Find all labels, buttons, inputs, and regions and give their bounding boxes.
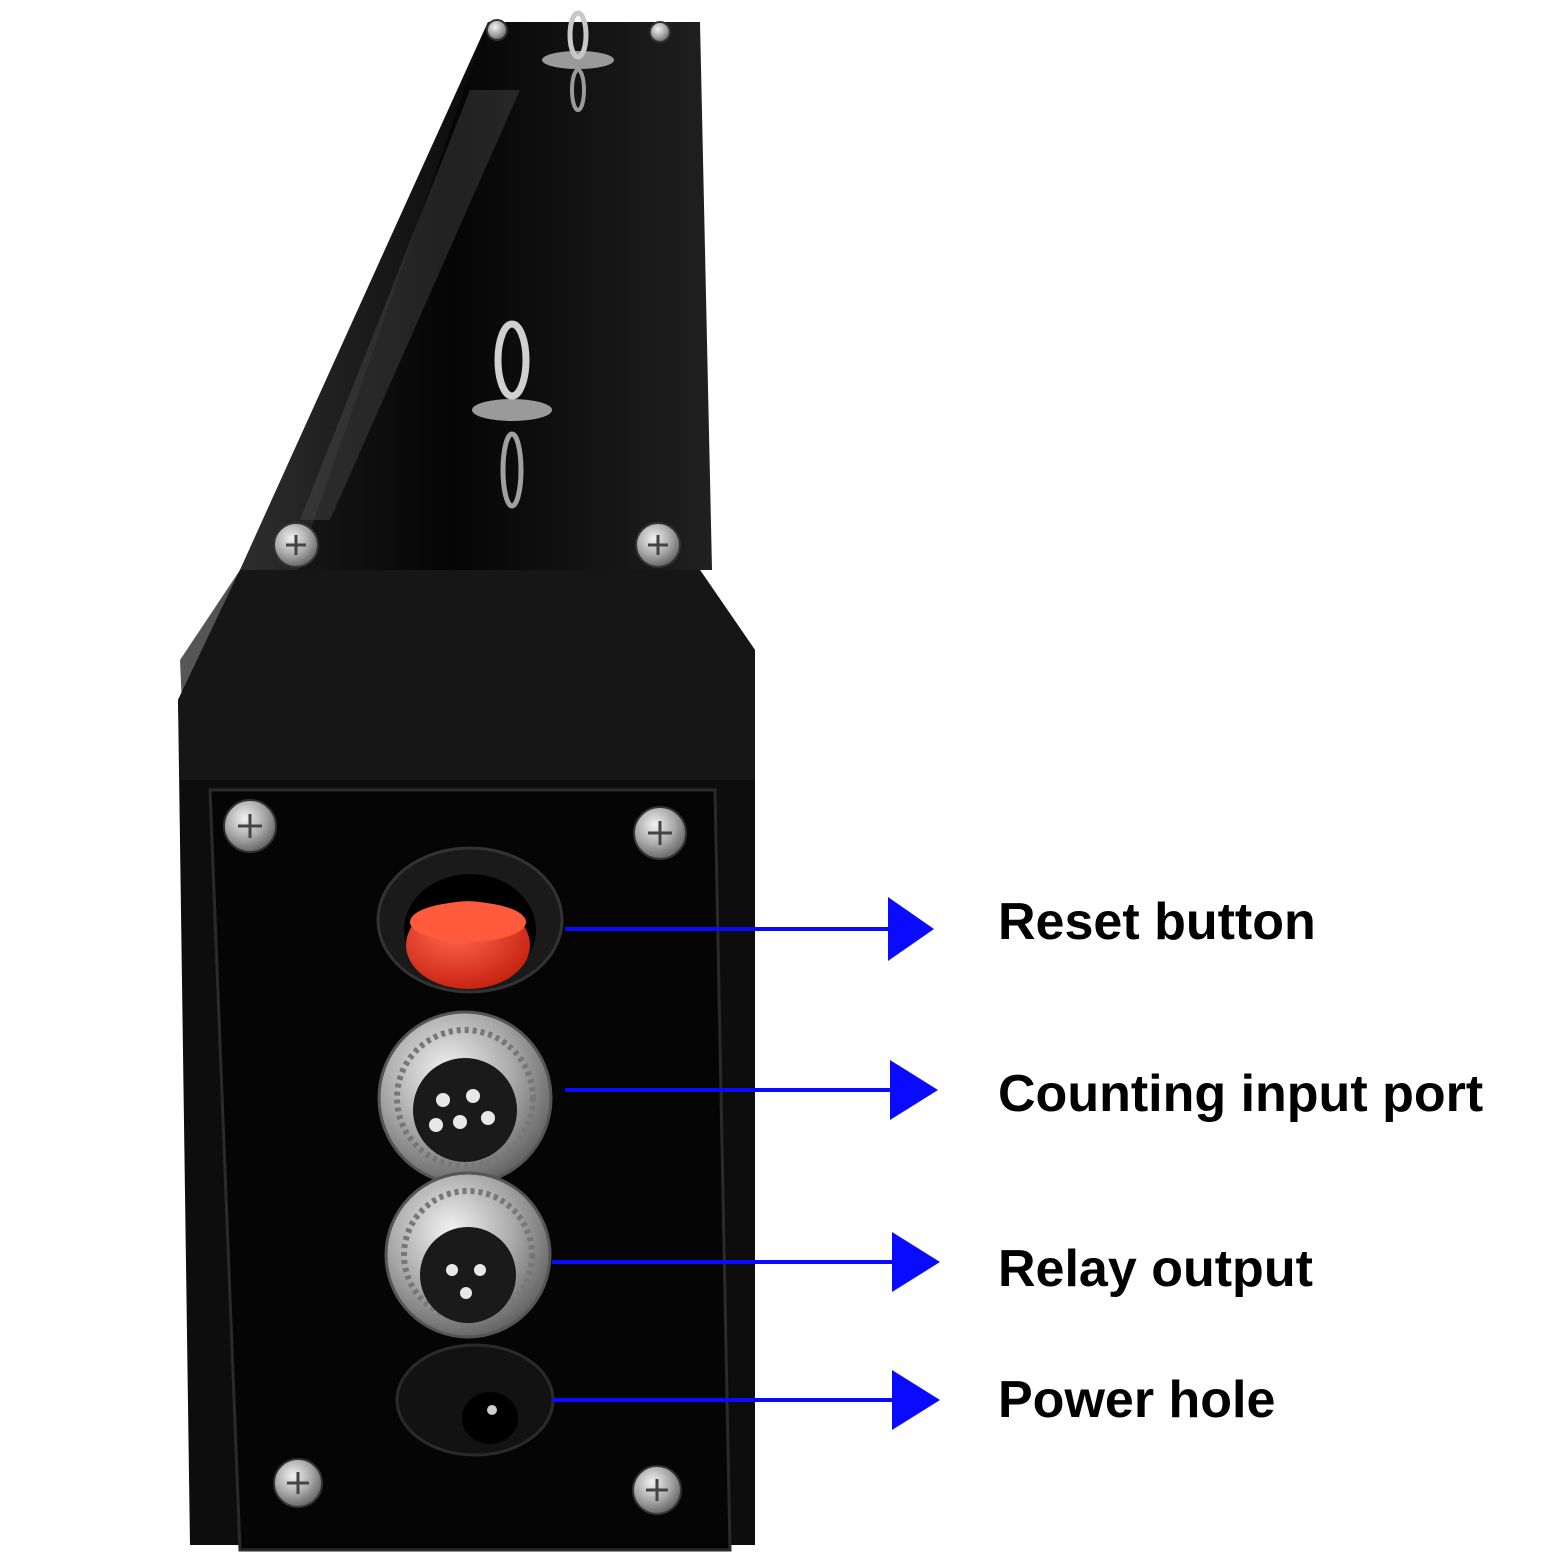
arrow-power (552, 1370, 940, 1430)
arrow-reset (565, 897, 934, 961)
reset-button-icon (376, 846, 564, 994)
end-cap-upper-shoulder (178, 570, 755, 780)
callout-label-power: Power hole (998, 1371, 1276, 1429)
callout-label-relay: Relay output (998, 1240, 1313, 1298)
aviation-connector-icon-counting (377, 1010, 553, 1186)
callout-label-counting: Counting input port (998, 1065, 1484, 1123)
arrow-relay (552, 1232, 940, 1292)
arrow-counting (565, 1060, 938, 1120)
dc-jack-icon (395, 1343, 555, 1457)
eye-bolt-icon-2 (472, 320, 552, 509)
callout-label-reset: Reset button (998, 893, 1316, 951)
eye-bolt-icon-1 (542, 10, 614, 112)
callout-arrows (552, 897, 940, 1430)
housing-top-face (240, 22, 712, 570)
screw-icon (223, 19, 687, 1515)
aviation-connector-icon-relay (384, 1171, 552, 1339)
housing-highlight (300, 90, 520, 520)
